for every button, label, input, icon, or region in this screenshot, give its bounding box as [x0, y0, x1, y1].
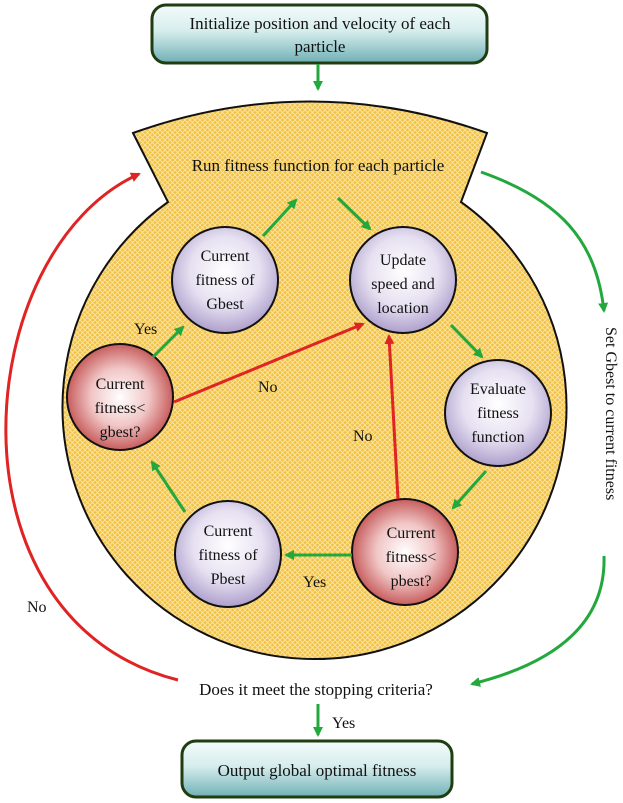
node-gbest-line2: fitness of: [195, 272, 255, 289]
label-yes-pbest: Yes: [303, 574, 326, 591]
arrow-evaluate-to-pbest-check: [451, 470, 488, 510]
label-stopping-criteria: Does it meet the stopping criteria?: [199, 680, 433, 699]
node-pbest-line3: Pbest: [211, 571, 246, 588]
node-pbest-line1: Current: [204, 523, 253, 540]
node-update-line2: speed and: [371, 276, 435, 293]
arrow-update-to-evaluate: [449, 323, 484, 359]
label-set-gbest: Set Gbest to current fitness: [602, 327, 619, 500]
node-gbest-check: Current fitness< gbest?: [66, 343, 174, 451]
node-pbest: Current fitness of Pbest: [174, 500, 282, 608]
node-evaluate-line3: function: [471, 429, 524, 446]
arrow-no-loop: [4, 172, 179, 682]
node-update-line3: location: [377, 300, 429, 317]
label-yes-output: Yes: [332, 715, 355, 732]
arrow-gbest-check-no: [173, 322, 365, 404]
node-gbest-check-line1: Current: [96, 376, 145, 393]
node-pbest-check: Current fitness< pbest?: [351, 498, 459, 606]
node-evaluate-line1: Evaluate: [470, 381, 526, 398]
output-box: Output global optimal fitness: [180, 739, 454, 799]
arrow-set-gbest-to-stop: [470, 555, 606, 687]
init-box-line1: Initialize position and velocity of each: [189, 14, 451, 33]
arrow-top-to-update: [336, 196, 372, 231]
label-no-loop: No: [27, 599, 47, 616]
node-gbest-check-line2: fitness<: [95, 400, 146, 417]
init-box: Initialize position and velocity of each…: [150, 3, 489, 65]
output-box-text: Output global optimal fitness: [218, 761, 417, 780]
node-pbest-line2: fitness of: [198, 547, 258, 564]
node-evaluate: Evaluate fitness function: [444, 359, 552, 467]
node-update-line1: Update: [380, 252, 426, 269]
node-update: Update speed and location: [349, 226, 457, 334]
blob-title: Run fitness function for each particle: [192, 156, 445, 175]
node-evaluate-line2: fitness: [477, 405, 519, 422]
node-pbest-check-line1: Current: [387, 525, 436, 542]
node-gbest-line1: Current: [201, 248, 250, 265]
node-gbest-check-line3: gbest?: [100, 424, 141, 441]
arrow-to-set-gbest: [480, 170, 609, 313]
node-pbest-check-line3: pbest?: [391, 573, 432, 590]
node-pbest-check-line2: fitness<: [386, 549, 437, 566]
arrow-pbest-to-gbest-check: [150, 460, 187, 513]
init-box-line2: particle: [295, 37, 346, 56]
arrow-gbest-to-top: [261, 198, 298, 238]
label-no-pbest: No: [353, 428, 373, 445]
label-yes-gbest: Yes: [134, 321, 157, 338]
arrow-gbest-check-to-gbest: [151, 325, 185, 359]
arrow-pbest-check-no: [384, 334, 400, 500]
node-gbest: Current fitness of Gbest: [171, 226, 279, 334]
node-gbest-line3: Gbest: [206, 296, 244, 313]
label-no-gbest: No: [258, 379, 278, 396]
